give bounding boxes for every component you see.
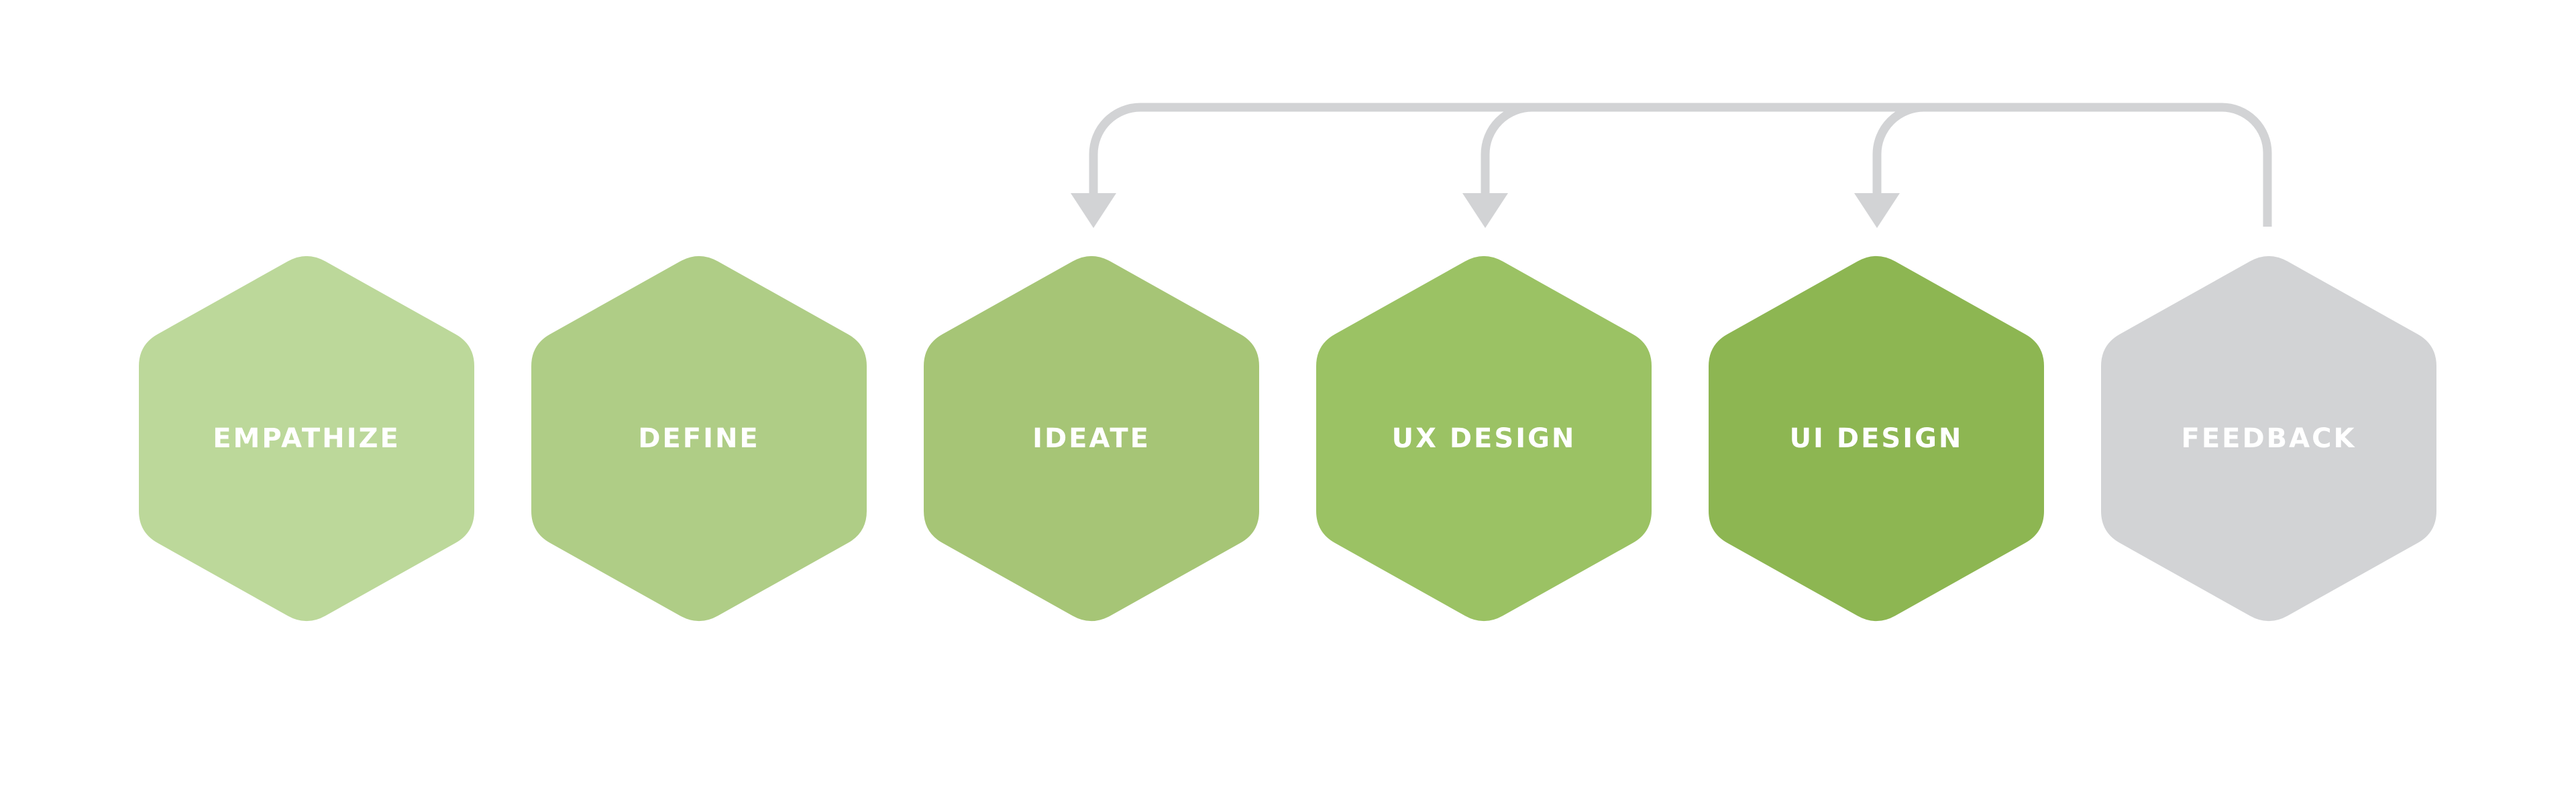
stage-feedback: FEEDBACK	[2101, 251, 2436, 626]
loop-line-ui-design	[1872, 103, 1925, 196]
loop-line-ideate	[1089, 103, 1141, 196]
stage-label: IDEATE	[1032, 423, 1150, 454]
stage-ui-design: UI DESIGN	[1709, 251, 2044, 626]
loop-line-ux-design	[1481, 103, 1533, 196]
hexagon-shape	[2101, 255, 2436, 622]
stage-label: FEEDBACK	[2181, 423, 2357, 454]
arrow-down-icon	[1462, 193, 1508, 228]
hexagon-shape	[924, 255, 1259, 622]
hexagon-shape	[1709, 255, 2044, 622]
stage-ideate: IDEATE	[924, 251, 1259, 626]
hexagon-shape	[1316, 255, 1652, 622]
hexagon-shape	[531, 255, 867, 622]
arrow-down-icon	[1854, 193, 1900, 228]
hexagon-shape	[139, 255, 474, 622]
stage-label: EMPATHIZE	[213, 423, 400, 454]
feedback-bus-line	[1140, 103, 2272, 227]
stage-label: DEFINE	[638, 423, 760, 454]
stage-label: UI DESIGN	[1789, 423, 1964, 454]
stage-empathize: EMPATHIZE	[139, 251, 474, 626]
stage-ux-design: UX DESIGN	[1316, 251, 1652, 626]
arrow-down-icon	[1071, 193, 1116, 228]
stage-define: DEFINE	[531, 251, 867, 626]
stage-label: UX DESIGN	[1391, 423, 1576, 454]
